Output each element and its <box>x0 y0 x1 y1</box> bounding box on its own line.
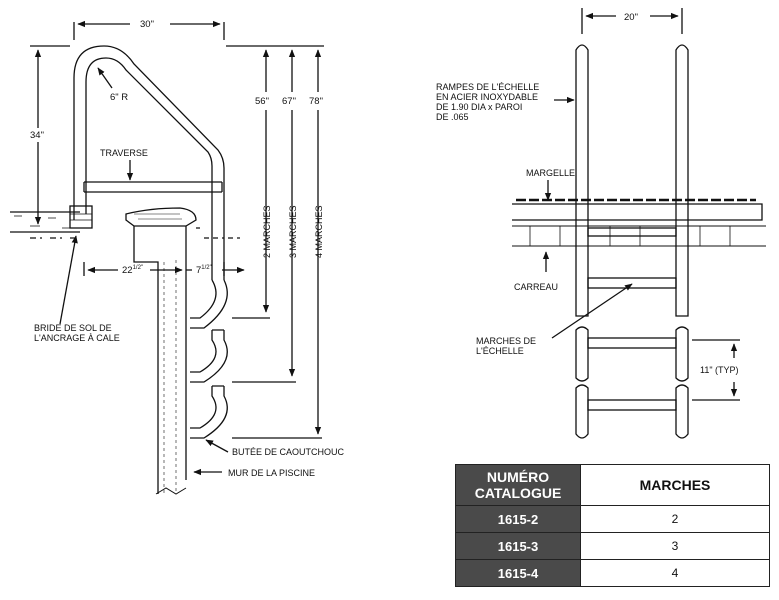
steps-cell: 3 <box>580 532 770 560</box>
three-steps-label: 3 MARCHES <box>288 205 298 258</box>
marches-leader <box>551 283 633 339</box>
left-rail-lower-1 <box>575 326 589 382</box>
bride-label-line-1: BRIDE DE SOL DE <box>34 323 112 333</box>
table-row: 1615-3 3 <box>455 532 770 560</box>
step-hook-1 <box>190 279 228 329</box>
dim-20-label: 20" <box>624 12 638 23</box>
header-catalog-line-1: NUMÉRO <box>486 469 550 485</box>
dim-67-label: 67" <box>282 96 296 107</box>
rampes-label-line-2: EN ACIER INOXYDABLE <box>436 92 538 102</box>
bride-label-line-2: L'ANCRAGE À CALE <box>34 333 120 343</box>
dim-34-label: 34" <box>30 130 44 141</box>
dim-7-fraction: 1/2" <box>201 265 211 271</box>
catalog-table: NUMÉRO CATALOGUE MARCHES 1615-2 2 1615-3… <box>455 464 770 587</box>
margelle-label: MARGELLE <box>526 168 575 178</box>
front-view <box>512 8 766 439</box>
header-steps: MARCHES <box>580 464 770 506</box>
table-header-row: NUMÉRO CATALOGUE MARCHES <box>455 464 770 506</box>
handrail-outer <box>73 45 225 220</box>
marches-label-line-1: MARCHES DE <box>476 336 536 346</box>
header-catalog: NUMÉRO CATALOGUE <box>455 464 581 506</box>
right-rail-lower-2 <box>675 384 689 439</box>
left-rail <box>575 44 589 317</box>
rampes-label-line-4: DE .065 <box>436 112 469 122</box>
catalog-cell: 1615-3 <box>455 532 581 560</box>
right-rail <box>675 44 689 317</box>
steps-cell: 4 <box>580 559 770 587</box>
step-2 <box>587 337 677 349</box>
dim-78-label: 78" <box>309 96 323 107</box>
coping <box>125 207 197 227</box>
svg-text:221/2": 221/2" <box>122 265 143 276</box>
dim-22-label: 22 <box>122 265 133 276</box>
butee-leader <box>205 439 229 453</box>
step-3 <box>587 399 677 411</box>
catalog-cell: 1615-2 <box>455 505 581 533</box>
right-rail-lower-1 <box>675 326 689 382</box>
table-row: 1615-2 2 <box>455 505 770 533</box>
dim-30-label: 30" <box>140 19 154 30</box>
left-rail-lower-2 <box>575 384 589 439</box>
dim-11-label: 11" (TYP) <box>700 365 739 375</box>
bride-leader <box>59 235 78 325</box>
step-hook-2 <box>190 330 228 383</box>
rampes-label-line-1: RAMPES DE L'ÉCHELLE <box>436 82 539 92</box>
traverse-bar <box>84 181 222 193</box>
table-row: 1615-4 4 <box>455 559 770 587</box>
dim-22-fraction: 1/2" <box>133 265 143 271</box>
dim-radius-label: 6" R <box>110 92 128 103</box>
four-steps-label: 4 MARCHES <box>314 205 324 258</box>
two-steps-label: 2 MARCHES <box>262 205 272 258</box>
carreau-label: CARREAU <box>514 282 558 292</box>
handrail-inner <box>85 57 213 214</box>
front-view-labels: 20" RAMPES DE L'ÉCHELLE EN ACIER INOXYDA… <box>436 12 739 375</box>
rampes-label-line-3: DE 1.90 DIA x PAROI <box>436 102 522 112</box>
marches-label-line-2: L'ÉCHELLE <box>476 346 524 356</box>
side-view-labels: 30" 34" 6" R 56" 67" 78" TRAVERSE 2 MARC… <box>30 19 345 478</box>
radius-pointer <box>97 67 113 89</box>
top-crossbar <box>587 227 677 237</box>
dim-7-label: 7 <box>196 265 201 276</box>
traverse-label: TRAVERSE <box>100 148 148 158</box>
anchor-flange <box>69 205 93 229</box>
butee-label: BUTÉE DE CAOUTCHOUC <box>232 447 345 457</box>
side-view <box>10 22 324 495</box>
deck-hatch <box>14 215 70 229</box>
mur-label: MUR DE LA PISCINE <box>228 468 315 478</box>
catalog-cell: 1615-4 <box>455 559 581 587</box>
step-1 <box>587 277 677 289</box>
svg-text:71/2": 71/2" <box>196 265 212 276</box>
header-catalog-line-2: CATALOGUE <box>474 485 562 501</box>
steps-cell: 2 <box>580 505 770 533</box>
margelle <box>512 203 763 221</box>
dim-56-label: 56" <box>255 96 269 107</box>
step-hook-3 <box>190 386 228 439</box>
